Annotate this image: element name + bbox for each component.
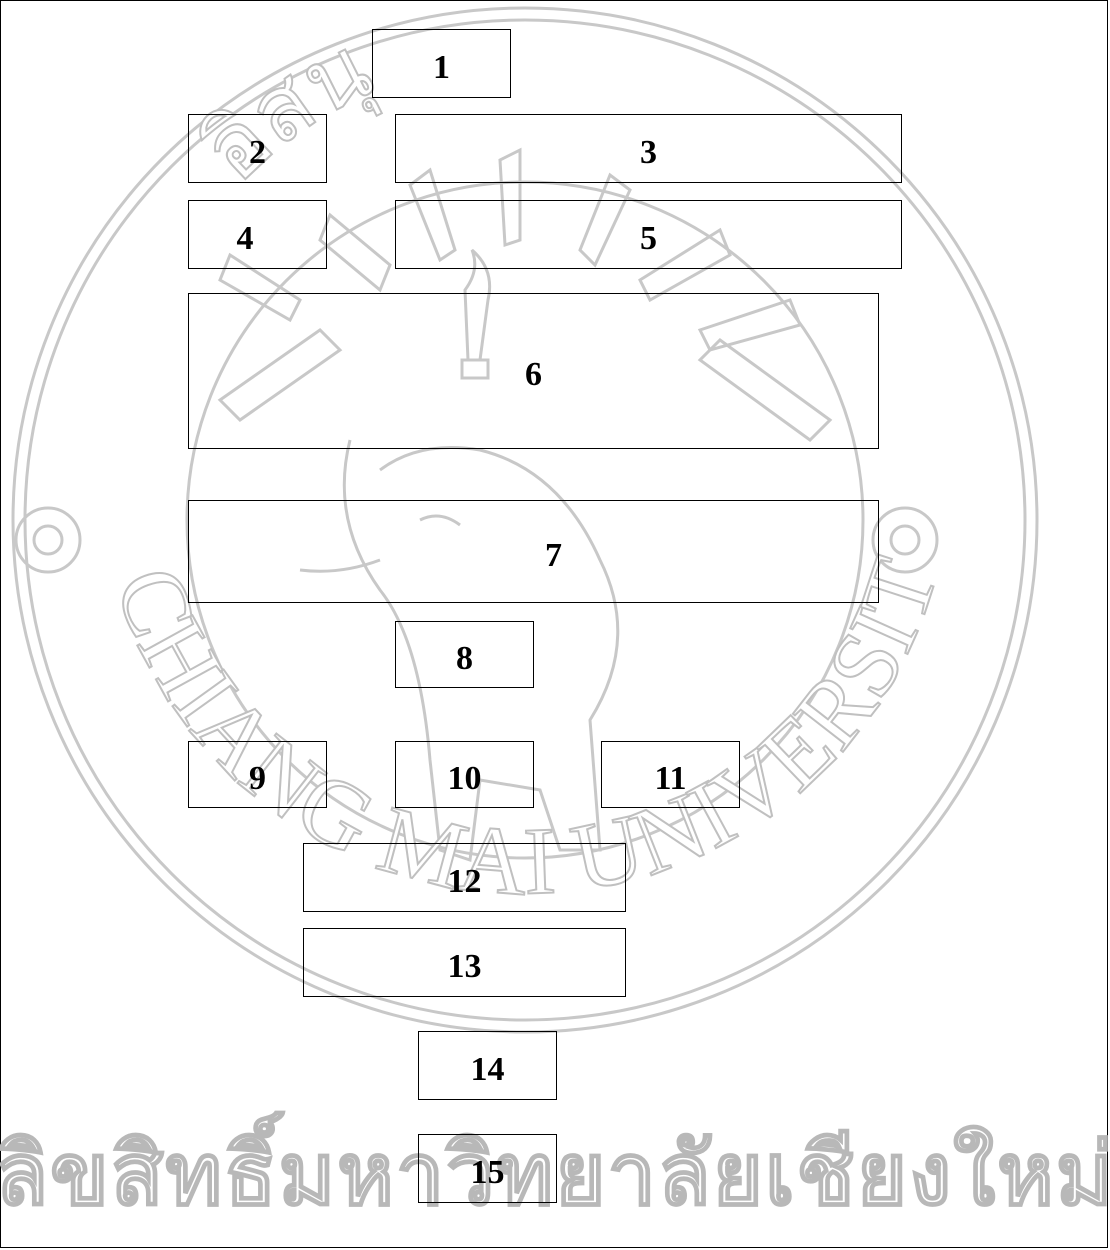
seal-ray xyxy=(218,252,302,323)
box-8-label: 8 xyxy=(456,639,473,677)
seal-outer-ring xyxy=(11,6,1039,1034)
box-13-label: 13 xyxy=(447,947,482,985)
box-5-label: 5 xyxy=(640,219,657,257)
box-15-label: 15 xyxy=(470,1153,505,1191)
seal-flower-left xyxy=(14,506,82,574)
box-8: 8 xyxy=(395,621,534,688)
torch-handle xyxy=(460,358,490,380)
box-12: 12 xyxy=(303,843,626,912)
box-3-label: 3 xyxy=(640,133,657,171)
box-3: 3 xyxy=(395,114,902,183)
box-5: 5 xyxy=(395,200,902,269)
box-7-label: 7 xyxy=(545,536,562,574)
seal-outer-ring-inner xyxy=(23,18,1027,1022)
box-1: 1 xyxy=(372,29,511,98)
box-6-label: 6 xyxy=(525,356,542,393)
seal-ray xyxy=(498,147,522,248)
box-4: 4 xyxy=(188,200,327,269)
seal-flower-right xyxy=(871,506,939,574)
box-12-label: 12 xyxy=(447,862,482,900)
box-2: 2 xyxy=(188,114,327,183)
seal-ray xyxy=(217,328,343,422)
box-14-label: 14 xyxy=(470,1050,505,1088)
box-15: 15 xyxy=(418,1134,557,1203)
box-9-label: 9 xyxy=(249,759,266,797)
seal-ray xyxy=(408,167,457,263)
box-11-label: 11 xyxy=(654,759,687,797)
seal-ray xyxy=(697,338,833,442)
box-11: 11 xyxy=(601,741,740,808)
torch-flame xyxy=(463,248,492,362)
box-10-label: 10 xyxy=(447,759,482,797)
box-2-label: 2 xyxy=(249,133,266,171)
box-6: 6 xyxy=(188,293,879,449)
box-4-label: 4 xyxy=(236,219,254,257)
seal-ray xyxy=(318,212,392,293)
box-9: 9 xyxy=(188,741,327,808)
box-10: 10 xyxy=(395,741,534,808)
seal-ray xyxy=(697,298,803,352)
elephant-tusk xyxy=(299,558,381,573)
copyright-watermark-text: ลิขสิทธิ์มหาวิทยาลัยเชียงใหม่ xyxy=(0,1124,1110,1226)
box-1-label: 1 xyxy=(433,48,450,86)
box-13: 13 xyxy=(303,928,626,997)
elephant-outline xyxy=(342,439,620,863)
box-14: 14 xyxy=(418,1031,557,1100)
elephant-eye xyxy=(419,514,461,527)
box-7: 7 xyxy=(188,500,879,603)
